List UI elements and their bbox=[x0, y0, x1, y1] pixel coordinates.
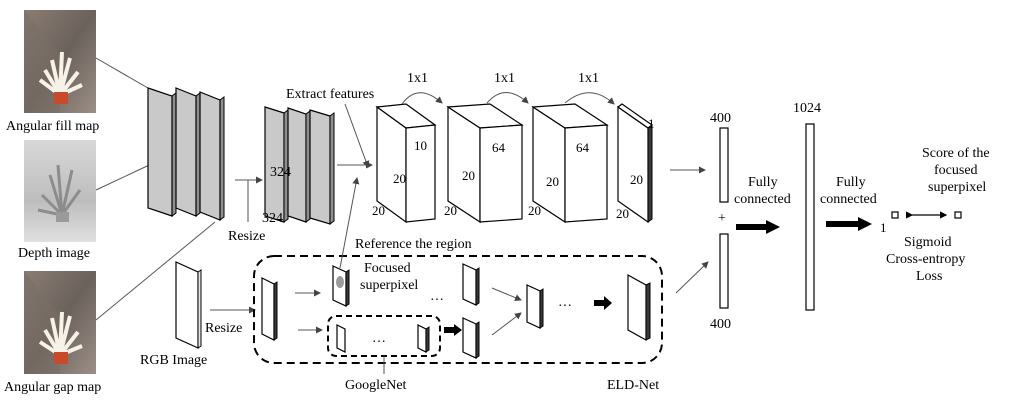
block2-depth: 64 bbox=[492, 140, 506, 155]
conv-block-1 bbox=[375, 103, 437, 224]
angular-gap-map-thumbnail bbox=[24, 271, 96, 374]
conv-block-4 bbox=[616, 103, 654, 224]
loss-line3: Loss bbox=[916, 269, 942, 284]
score-line2: focused bbox=[934, 163, 978, 178]
conv-label-3: 1x1 bbox=[578, 71, 599, 86]
extract-features-label: Extract features bbox=[286, 87, 374, 102]
block3-depth: 64 bbox=[576, 140, 590, 155]
vector-1024 bbox=[805, 123, 815, 311]
resize-label-top: Resize bbox=[228, 229, 265, 244]
target-node bbox=[954, 211, 962, 219]
merge-arrow-bottom bbox=[491, 312, 522, 336]
vector-top-size: 400 bbox=[710, 111, 731, 126]
extract-features-pointer bbox=[344, 103, 370, 168]
fc2-arrow bbox=[826, 217, 872, 231]
eld-plane-top bbox=[462, 263, 477, 306]
eld-ellipsis: … bbox=[558, 295, 572, 310]
depth-image-thumbnail bbox=[24, 140, 96, 242]
resized-plane bbox=[261, 277, 275, 341]
googlenet-label: GoogleNet bbox=[345, 378, 407, 393]
reference-region-pointer bbox=[339, 177, 360, 269]
eld-final-plane bbox=[627, 273, 647, 342]
block4-depth: 1 bbox=[648, 116, 655, 131]
feature-dim-324a: 324 bbox=[270, 165, 291, 180]
conv-block-3 bbox=[531, 103, 609, 224]
focused-ellipsis: … bbox=[430, 289, 444, 304]
conv-label-2: 1x1 bbox=[494, 71, 515, 86]
eld-net-region bbox=[253, 255, 663, 364]
focused-line2: superpixel bbox=[360, 278, 418, 293]
score-line1: Score of the bbox=[922, 146, 990, 161]
focused-region-marker bbox=[336, 276, 344, 288]
eld-out-arrow bbox=[594, 296, 612, 310]
reference-region-label: Reference the region bbox=[355, 237, 472, 252]
eld-to-vector-arrow bbox=[675, 261, 709, 294]
block4-h: 20 bbox=[630, 172, 643, 187]
fc2-line2: connected bbox=[820, 192, 877, 207]
eld-net-label: ELD-Net bbox=[607, 378, 659, 393]
vector-top bbox=[719, 127, 729, 203]
loss-line2: Cross-entropy bbox=[886, 252, 965, 267]
googlenet-out-arrow bbox=[444, 324, 462, 336]
angular-fill-map-thumbnail bbox=[24, 10, 96, 113]
conv-arc-2 bbox=[486, 92, 529, 104]
block1-h: 20 bbox=[393, 171, 406, 186]
block3-w: 20 bbox=[528, 203, 541, 218]
fc2-line1: Fully bbox=[836, 175, 866, 190]
vector-bottom bbox=[719, 233, 729, 309]
output-dim: 1 bbox=[880, 220, 887, 235]
rgb-image-plane bbox=[175, 261, 202, 349]
fc1-arrow bbox=[736, 220, 780, 234]
focused-line1: Focused bbox=[364, 261, 411, 276]
angular-gap-map-label: Angular gap map bbox=[4, 380, 101, 395]
block2-h: 20 bbox=[462, 168, 475, 183]
resize-label-bottom: Resize bbox=[205, 321, 242, 336]
depth-image-label: Depth image bbox=[18, 246, 90, 261]
fc1-line2: connected bbox=[734, 192, 791, 207]
connector-gap-map bbox=[95, 221, 216, 321]
block3-h: 20 bbox=[546, 174, 559, 189]
conv-arc-1 bbox=[401, 92, 443, 105]
eld-merged-plane bbox=[526, 284, 541, 329]
block1-w: 20 bbox=[372, 203, 385, 218]
googlenet-ellipsis: … bbox=[372, 331, 386, 346]
angular-fill-map-label: Angular fill map bbox=[6, 119, 99, 134]
eld-plane-bottom bbox=[462, 317, 477, 359]
feature-stack bbox=[264, 106, 335, 225]
block4-w: 20 bbox=[616, 206, 629, 221]
loss-line1: Sigmoid bbox=[904, 235, 951, 250]
conv-arc-3 bbox=[564, 92, 615, 105]
input-stack bbox=[147, 87, 225, 221]
vector-bottom-size: 400 bbox=[710, 317, 731, 332]
output-node bbox=[891, 211, 899, 219]
conv-block-2 bbox=[446, 103, 524, 224]
block2-w: 20 bbox=[444, 203, 457, 218]
fc-size-label: 1024 bbox=[793, 101, 821, 116]
merge-arrow-top bbox=[491, 287, 522, 301]
fc1-line1: Fully bbox=[748, 175, 778, 190]
feature-dim-324b: 324 bbox=[262, 211, 283, 226]
score-line3: superpixel bbox=[928, 180, 986, 195]
conv-label-1: 1x1 bbox=[407, 71, 428, 86]
plus-sign: + bbox=[718, 211, 726, 226]
block1-depth: 10 bbox=[414, 138, 427, 153]
rgb-image-label: RGB Image bbox=[140, 353, 207, 368]
